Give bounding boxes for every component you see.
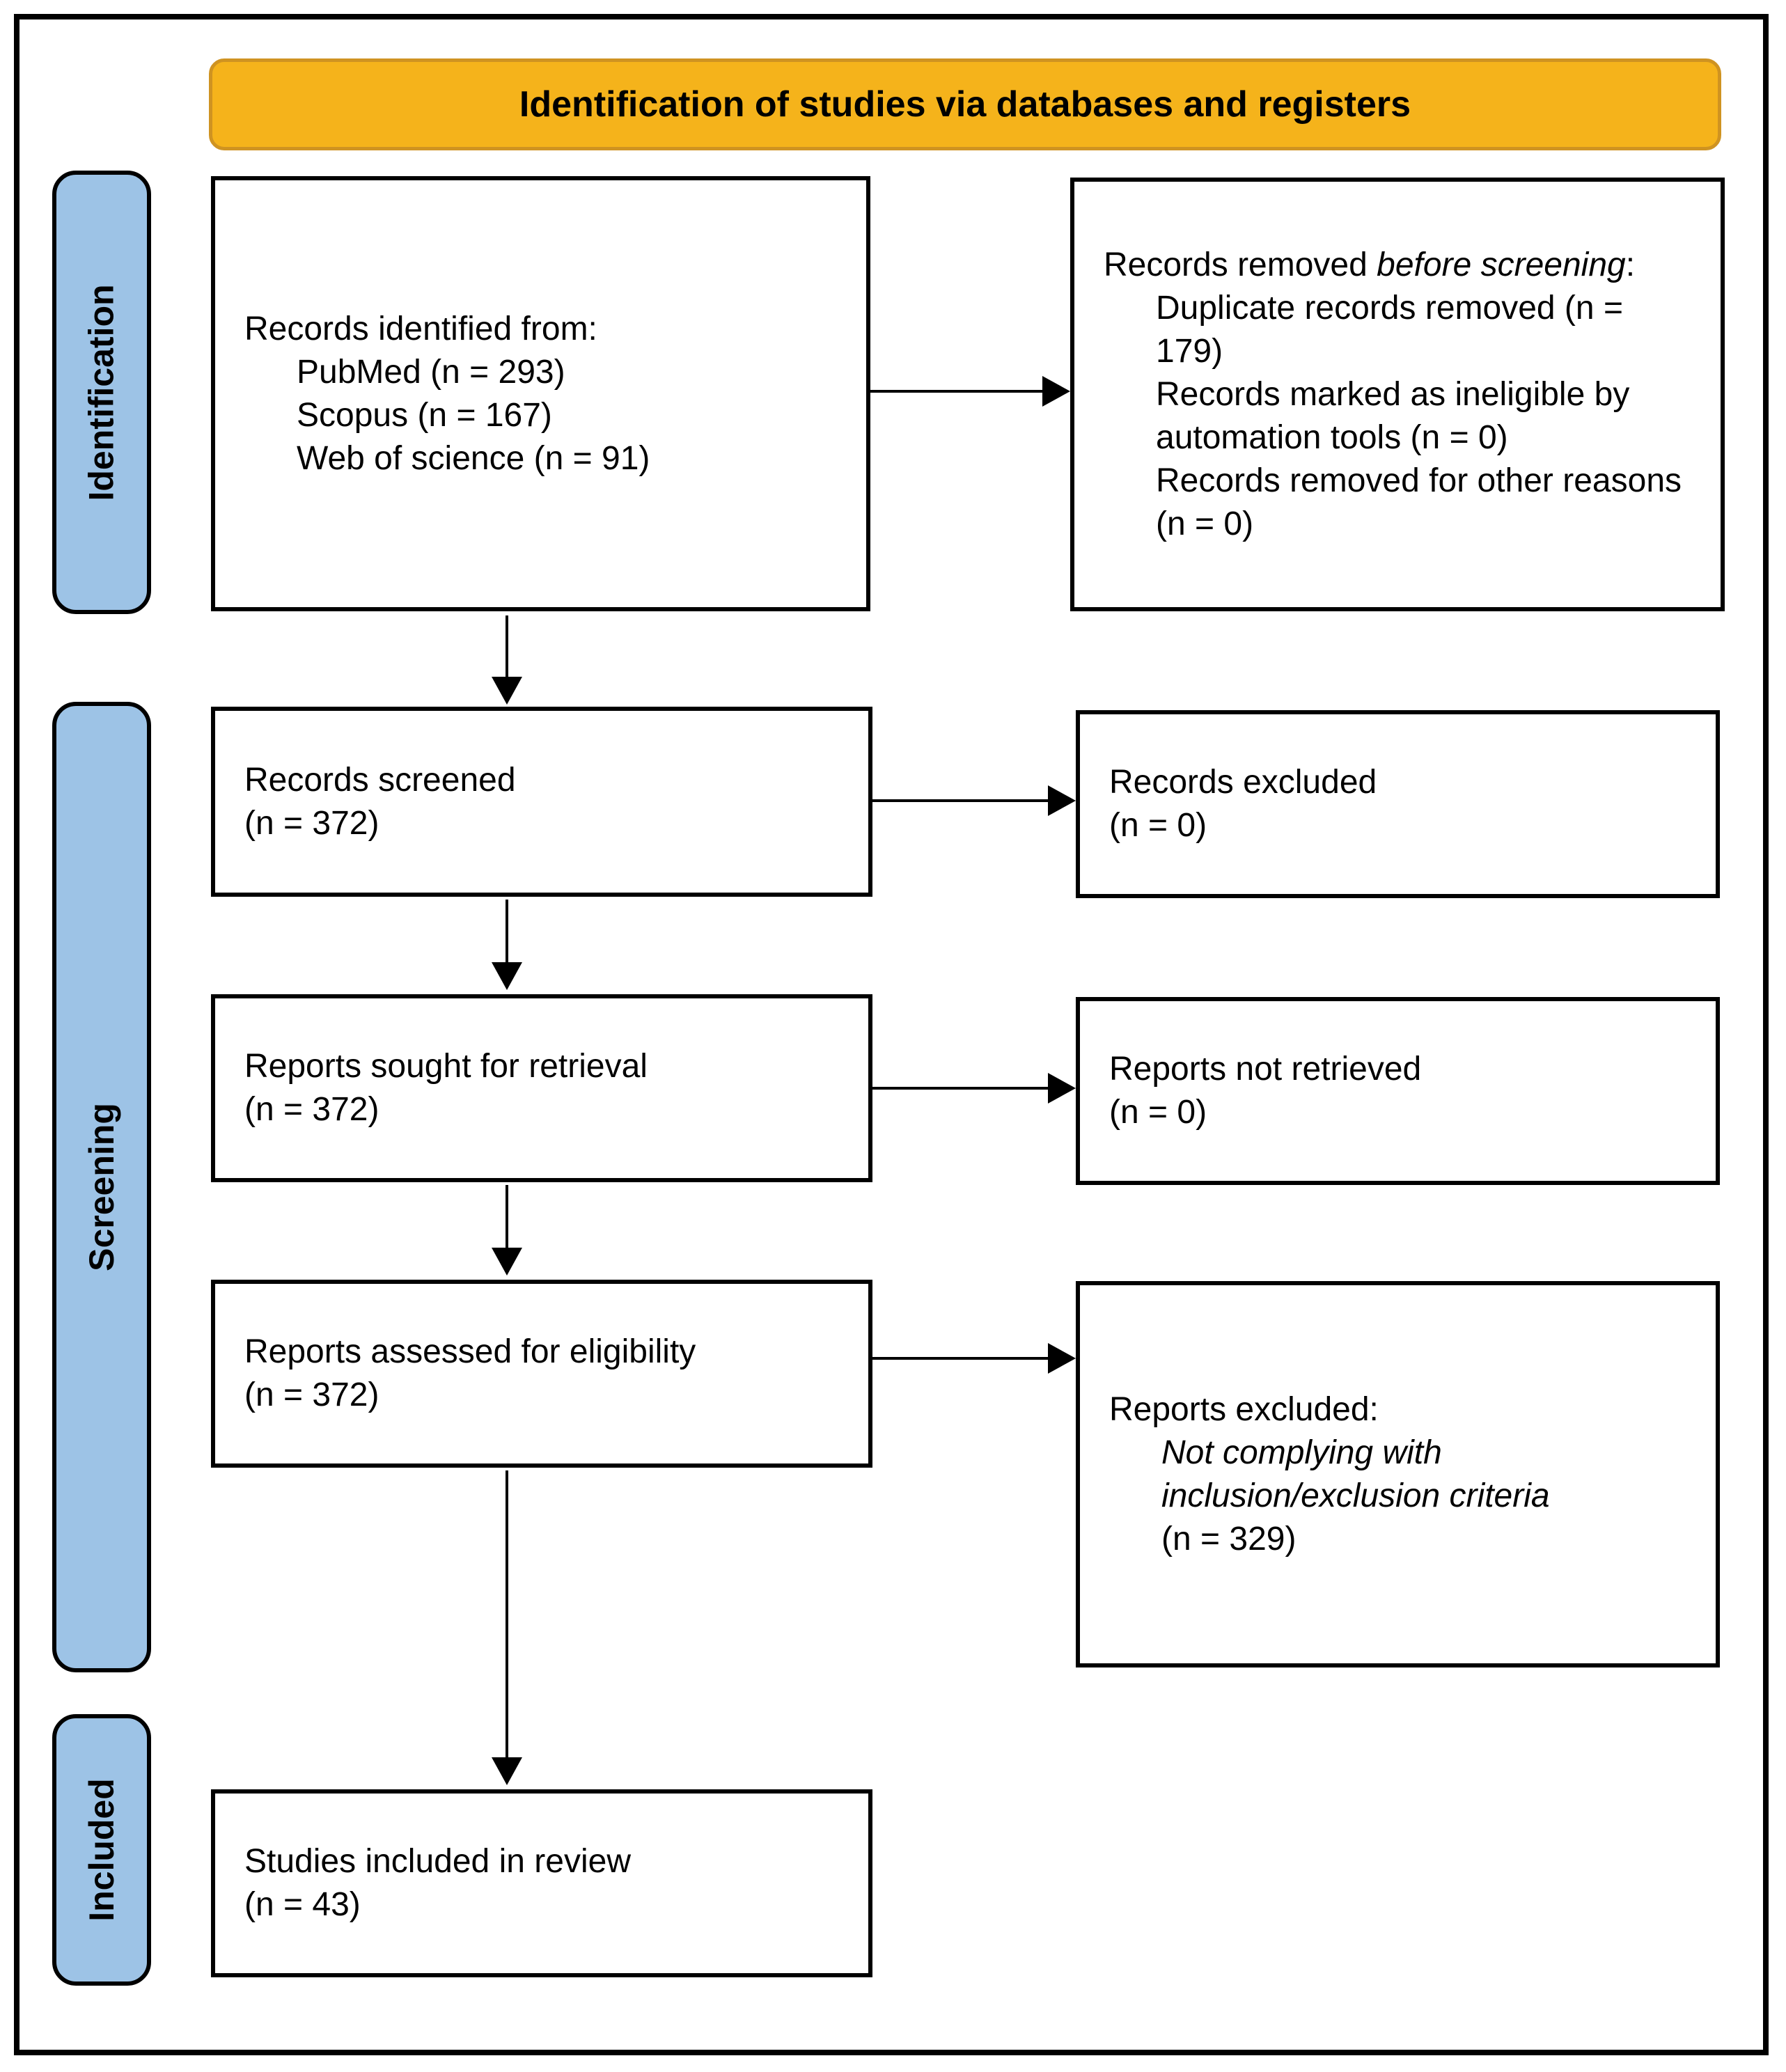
reports-sought-count: (n = 372): [244, 1091, 379, 1128]
records-screened-count: (n = 372): [244, 804, 379, 842]
studies-included-count: (n = 43): [244, 1886, 361, 1923]
arrow-line: [872, 1357, 1051, 1360]
records-removed-item: Records marked as ineligible by automati…: [1156, 375, 1630, 456]
records-excluded-box: Records excluded (n = 0): [1076, 710, 1720, 898]
records-removed-title-italic: before screening: [1377, 246, 1626, 283]
right-arrow-screened-to-excluded: [872, 785, 1076, 816]
down-arrow-identified-to-screened: [492, 615, 522, 705]
arrowhead-right-icon: [1048, 1343, 1076, 1374]
arrow-line: [506, 900, 508, 964]
arrowhead-right-icon: [1048, 785, 1076, 816]
stage-label-included-text: Included: [82, 1778, 122, 1922]
records-identified-item: PubMed (n = 293): [297, 353, 565, 391]
reports-assessed-box: Reports assessed for eligibility (n = 37…: [211, 1280, 872, 1468]
down-arrow-assessed-to-included: [492, 1470, 522, 1785]
right-arrow-sought-to-not-retrieved: [872, 1073, 1076, 1104]
records-screened-box: Records screened (n = 372): [211, 707, 872, 897]
reports-sought-line1: Reports sought for retrieval: [244, 1048, 648, 1085]
title-banner-text: Identification of studies via databases …: [519, 84, 1411, 125]
studies-included-box: Studies included in review (n = 43): [211, 1789, 872, 1977]
records-identified-item: Web of science (n = 91): [297, 439, 650, 477]
reports-excluded-count: (n = 329): [1161, 1520, 1297, 1557]
right-arrow-identified-to-removed: [870, 376, 1070, 407]
records-removed-item: Records removed for other reasons (n = 0…: [1156, 462, 1682, 542]
records-excluded-count: (n = 0): [1109, 807, 1207, 844]
arrowhead-down-icon: [492, 1757, 522, 1785]
records-removed-title: Records removed before screening:: [1104, 246, 1636, 283]
arrow-line: [872, 799, 1051, 802]
stage-label-identification: Identification: [52, 171, 151, 614]
reports-excluded-title: Reports excluded:: [1109, 1390, 1379, 1428]
arrow-line: [506, 615, 508, 678]
reports-not-retrieved-line1: Reports not retrieved: [1109, 1051, 1422, 1088]
arrow-line: [870, 390, 1045, 393]
outer-frame: [14, 14, 1769, 2055]
reports-sought-box: Reports sought for retrieval (n = 372): [211, 994, 872, 1182]
arrowhead-right-icon: [1048, 1073, 1076, 1104]
down-arrow-sought-to-assessed: [492, 1185, 522, 1276]
records-identified-item: Scopus (n = 167): [297, 396, 552, 434]
arrow-line: [506, 1185, 508, 1249]
records-excluded-line1: Records excluded: [1109, 764, 1377, 801]
reports-excluded-box: Reports excluded: Not complying with inc…: [1076, 1281, 1720, 1667]
down-arrow-screened-to-sought: [492, 900, 522, 990]
studies-included-line1: Studies included in review: [244, 1843, 631, 1880]
arrowhead-right-icon: [1042, 376, 1070, 407]
reports-not-retrieved-box: Reports not retrieved (n = 0): [1076, 997, 1720, 1185]
right-arrow-assessed-to-excluded: [872, 1343, 1076, 1374]
records-screened-line1: Records screened: [244, 761, 516, 799]
reports-assessed-line1: Reports assessed for eligibility: [244, 1333, 696, 1370]
arrowhead-down-icon: [492, 677, 522, 705]
stage-label-screening: Screening: [52, 702, 151, 1672]
reports-excluded-reason: Not complying with inclusion/exclusion c…: [1161, 1434, 1550, 1514]
arrowhead-down-icon: [492, 1248, 522, 1276]
arrowhead-down-icon: [492, 962, 522, 990]
stage-label-identification-text: Identification: [82, 283, 122, 501]
records-identified-title: Records identified from:: [244, 310, 597, 347]
records-identified-box: Records identified from: PubMed (n = 293…: [211, 176, 870, 611]
stage-label-included: Included: [52, 1714, 151, 1986]
records-removed-box: Records removed before screening: Duplic…: [1070, 178, 1725, 611]
title-banner: Identification of studies via databases …: [209, 58, 1721, 150]
stage-label-screening-text: Screening: [82, 1103, 121, 1271]
reports-assessed-count: (n = 372): [244, 1376, 379, 1413]
records-removed-item: Duplicate records removed (n = 179): [1156, 289, 1623, 370]
reports-not-retrieved-count: (n = 0): [1109, 1094, 1207, 1131]
arrow-line: [506, 1470, 508, 1759]
arrow-line: [872, 1087, 1051, 1090]
